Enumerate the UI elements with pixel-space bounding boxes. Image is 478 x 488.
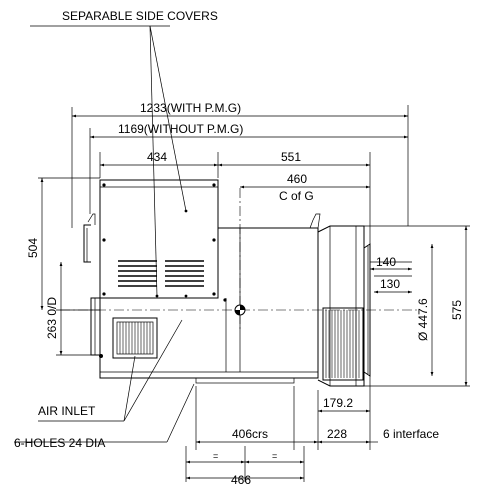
- dim-575: 575: [450, 300, 464, 320]
- dim-130: 130: [380, 277, 400, 291]
- label-air-inlet: AIR INLET: [38, 404, 96, 418]
- extension-lines: [38, 105, 470, 482]
- drive-end-adaptor: [317, 225, 365, 387]
- terminal-box-louvres: [118, 260, 204, 287]
- dim-466: 466: [231, 473, 251, 487]
- lifting-eye: [309, 213, 321, 229]
- annotation-text: SEPARABLE SIDE COVERS 1233(WITH P.M.G) 1…: [14, 9, 464, 487]
- dim-406crs: 406crs: [232, 427, 268, 441]
- dim-504: 504: [26, 238, 40, 258]
- label-separable-side-covers: SEPARABLE SIDE COVERS: [62, 9, 218, 23]
- dim-263: 263 0/D: [45, 297, 59, 339]
- machine-body: [83, 179, 371, 387]
- label-c-of-g: C of G: [279, 189, 314, 203]
- dim-1233: 1233(WITH P.M.G): [140, 101, 241, 115]
- air-outlet-hatching: [325, 310, 360, 378]
- dim-434: 434: [147, 150, 167, 164]
- label-six-interface: 6 interface: [383, 427, 439, 441]
- dim-179-2: 179.2: [323, 396, 353, 410]
- dim-equal-right: =: [272, 451, 277, 461]
- dim-228: 228: [327, 427, 347, 441]
- dimension-lines: [40, 114, 468, 482]
- dim-140: 140: [376, 255, 396, 269]
- pmg-housing: [83, 224, 91, 263]
- stator-frame: [99, 227, 319, 379]
- dim-1169: 1169(WITHOUT P.M.G): [118, 122, 243, 136]
- c-of-g-symbol: [234, 304, 246, 316]
- air-outlet-grill: [322, 307, 364, 381]
- dim-460: 460: [287, 172, 307, 186]
- dim-551: 551: [281, 150, 301, 164]
- air-inlet-hatching: [119, 322, 151, 354]
- label-six-holes: 6-HOLES 24 DIA: [14, 436, 105, 450]
- dim-447-6: Ø 447.6: [416, 298, 430, 341]
- mounting-foot: [195, 377, 295, 384]
- leader-lines: [14, 25, 195, 443]
- dim-equal-left: =: [213, 451, 218, 461]
